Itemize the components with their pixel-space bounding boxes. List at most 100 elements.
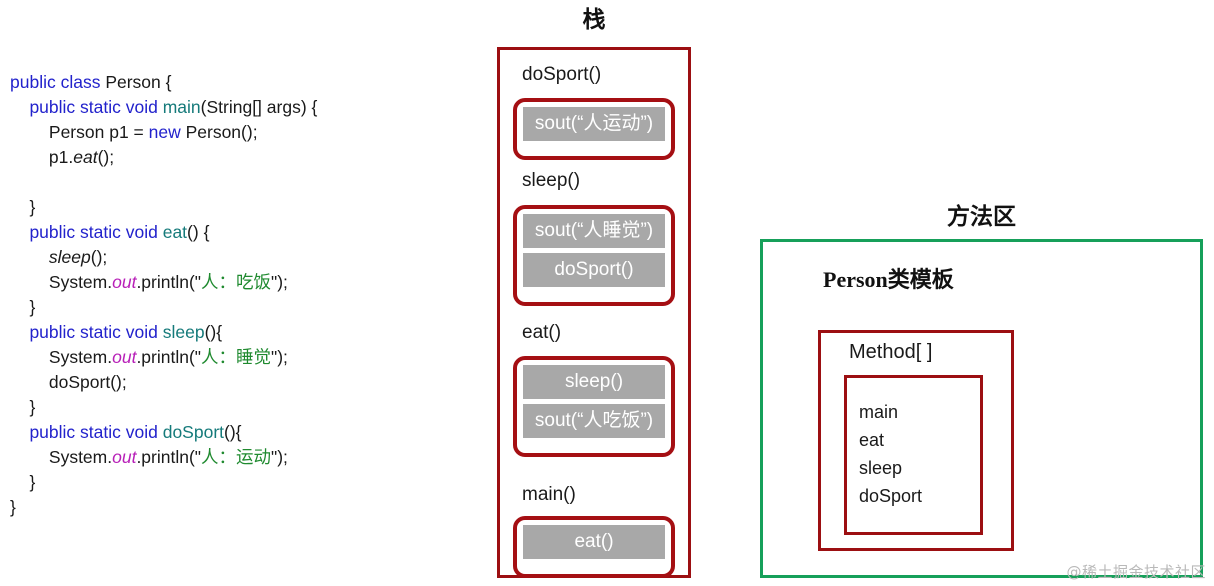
- code-token: Person();: [180, 122, 258, 142]
- code-line: doSport();: [10, 370, 460, 395]
- code-token: public static void: [29, 97, 163, 117]
- code-line: sleep();: [10, 245, 460, 270]
- code-token: [10, 172, 15, 192]
- code-token: eat: [73, 147, 98, 167]
- code-token: public static void: [29, 422, 163, 442]
- code-token: [10, 422, 29, 442]
- code-token: [10, 247, 49, 267]
- code-token: ": [194, 447, 202, 467]
- code-token: }: [10, 397, 36, 417]
- code-token: eat: [162, 222, 188, 242]
- stack-operation-block: sout(“人吃饭”): [523, 404, 665, 438]
- code-token: }: [10, 297, 36, 317]
- code-line: public static void doSport(){: [10, 420, 460, 445]
- code-token: main: [162, 97, 201, 117]
- code-token: sleep: [162, 322, 205, 342]
- code-token: ": [194, 272, 202, 292]
- stack-frame-label: main(): [522, 484, 576, 505]
- code-token: public static void: [29, 322, 163, 342]
- code-line: public static void sleep(){: [10, 320, 460, 345]
- code-line: public class Person {: [10, 70, 460, 95]
- code-line: }: [10, 395, 460, 420]
- code-token: out: [112, 272, 137, 292]
- stack-container: doSport() sout(“人运动”) sleep() sout(“人睡觉”) do…: [497, 47, 691, 578]
- method-list-container: main eat sleep doSport: [844, 375, 983, 535]
- code-line: }: [10, 470, 460, 495]
- stack-frame-label: doSport(): [522, 64, 602, 85]
- stack-frame-group: sout(“人睡觉”) doSport(): [513, 205, 675, 306]
- code-token: (){: [224, 422, 242, 442]
- method-array-label: Method[ ]: [849, 341, 933, 363]
- code-token: Person {: [105, 72, 172, 92]
- code-token: new: [148, 122, 181, 142]
- code-token: }: [10, 197, 36, 217]
- code-token: .println(: [136, 447, 195, 467]
- code-line: Person p1 = new Person();: [10, 120, 460, 145]
- code-line: public static void main(String[] args) {: [10, 95, 460, 120]
- code-token: out: [112, 347, 137, 367]
- stack-operation-block: sout(“人睡觉”): [523, 214, 665, 248]
- code-line: System.out.println("人：睡觉");: [10, 345, 460, 370]
- method-area-container: Person类模板 Method[ ] main eat sleep doSport: [760, 239, 1203, 578]
- stack-frame-group: sleep()sout(“人吃饭”): [513, 356, 675, 457]
- code-token: (){: [204, 322, 223, 342]
- code-token: ": [271, 272, 278, 292]
- stack-title: 栈: [582, 7, 606, 33]
- code-token: System.: [10, 347, 113, 367]
- code-token: ();: [97, 147, 115, 167]
- code-token: (String[] args) {: [200, 97, 318, 117]
- stack-frame-label: sleep(): [522, 170, 581, 191]
- code-line: public static void eat() {: [10, 220, 460, 245]
- stack-frame-label: eat(): [522, 322, 562, 343]
- code-token: System.: [10, 447, 113, 467]
- code-token: 人：睡觉: [201, 347, 272, 367]
- java-code-block: public class Person { public static void…: [10, 70, 460, 520]
- code-token: public class: [10, 72, 106, 92]
- code-token: out: [112, 447, 137, 467]
- code-token: .println(: [136, 347, 195, 367]
- code-line: p1.eat();: [10, 145, 460, 170]
- method-list-item: eat: [859, 430, 885, 450]
- code-token: public static void: [29, 222, 163, 242]
- stack-frame-group: eat(): [513, 516, 675, 578]
- code-token: );: [277, 347, 288, 367]
- code-token: () {: [187, 222, 210, 242]
- stack-frame-group: sout(“人运动”): [513, 98, 675, 160]
- code-token: );: [277, 447, 288, 467]
- code-token: ": [271, 447, 278, 467]
- code-token: [10, 322, 29, 342]
- stack-operation-block: eat(): [523, 525, 665, 559]
- code-token: ": [271, 347, 278, 367]
- code-token: doSport: [162, 422, 225, 442]
- code-token: 人：吃饭: [201, 272, 272, 292]
- code-line: }: [10, 295, 460, 320]
- class-template-container: Method[ ] main eat sleep doSport: [818, 330, 1014, 551]
- watermark: @稀土掘金技术社区: [1066, 563, 1206, 581]
- code-token: ();: [90, 247, 108, 267]
- method-list-item: sleep: [859, 458, 903, 478]
- code-token: ": [194, 347, 202, 367]
- code-token: }: [10, 497, 16, 517]
- method-area-title: 方法区: [947, 204, 1016, 230]
- code-token: p1.: [10, 147, 74, 167]
- code-token: System.: [10, 272, 113, 292]
- code-line: }: [10, 495, 460, 520]
- code-token: }: [10, 472, 36, 492]
- code-token: .println(: [136, 272, 195, 292]
- code-line: }: [10, 195, 460, 220]
- method-list-item: main: [859, 402, 899, 422]
- code-token: doSport();: [10, 372, 127, 392]
- code-token: sleep: [48, 247, 91, 267]
- code-token: Person p1 =: [10, 122, 149, 142]
- class-template-label: Person类模板: [823, 267, 954, 292]
- code-token: [10, 222, 29, 242]
- code-line: [10, 170, 460, 195]
- stack-operation-block: doSport(): [523, 253, 665, 287]
- stack-operation-block: sout(“人运动”): [523, 107, 665, 141]
- method-list-item: doSport: [859, 486, 923, 506]
- code-token: 人：运动: [201, 447, 272, 467]
- code-line: System.out.println("人：吃饭");: [10, 270, 460, 295]
- code-line: System.out.println("人：运动");: [10, 445, 460, 470]
- code-token: [10, 97, 29, 117]
- code-token: );: [277, 272, 288, 292]
